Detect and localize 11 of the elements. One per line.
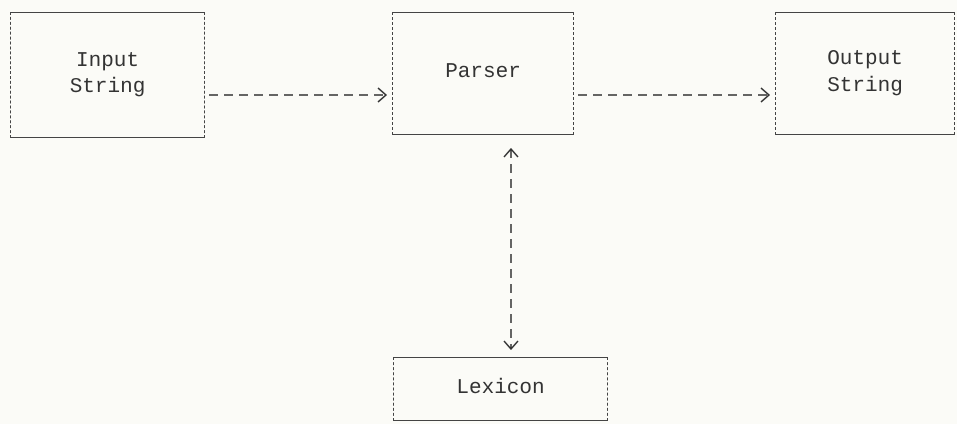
process-box — [10, 12, 205, 138]
dashed-arrow — [578, 87, 770, 103]
process-box — [775, 12, 955, 135]
dashed-arrow — [503, 148, 519, 350]
process-box — [393, 357, 608, 421]
box-label: Output String — [826, 47, 904, 100]
process-box — [392, 12, 574, 135]
dashed-arrow — [209, 87, 387, 103]
box-label: Input String — [68, 48, 146, 101]
box-label: Parser — [445, 60, 521, 86]
box-label: Lexicon — [456, 376, 545, 402]
